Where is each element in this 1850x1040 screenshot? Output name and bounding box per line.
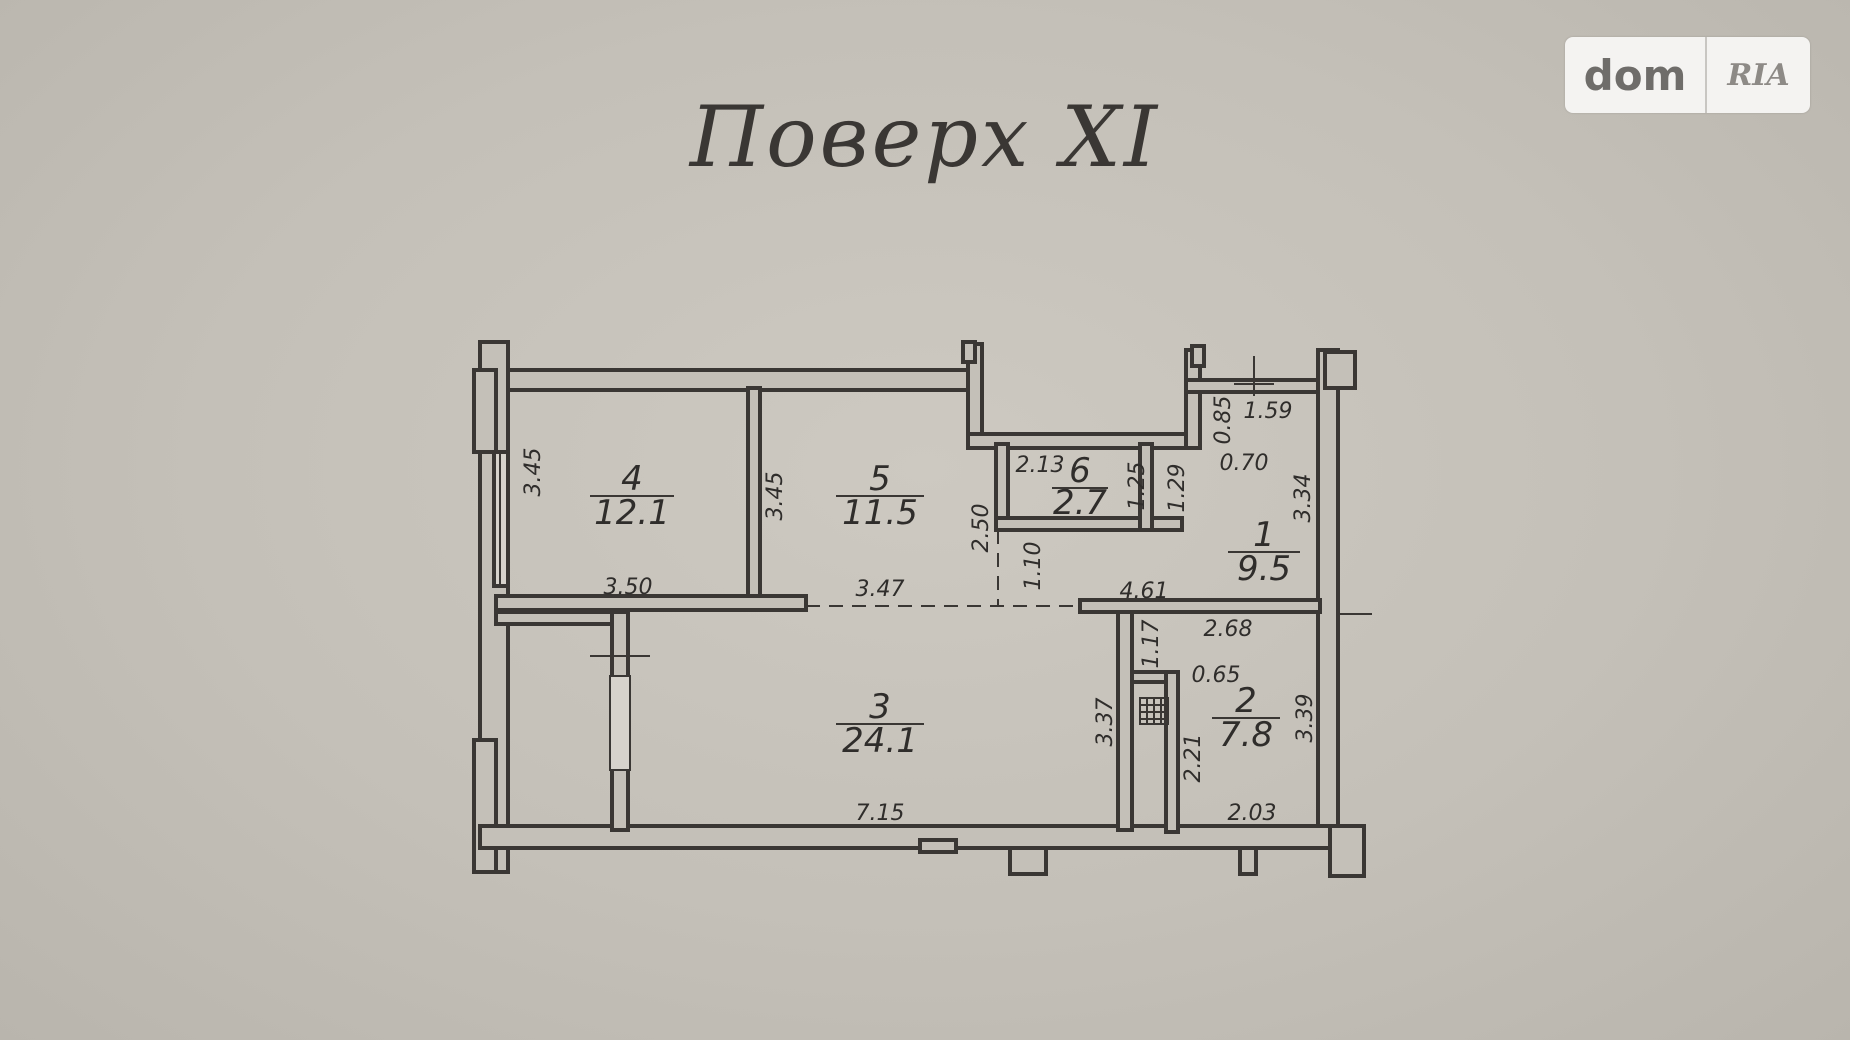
room-4-number: 4: [621, 459, 643, 499]
wall-mid-left: [494, 594, 808, 612]
room-5-number: 5: [869, 459, 891, 499]
wall-right: [1316, 348, 1340, 837]
room-1-area: 9.5: [1237, 549, 1291, 589]
details: [590, 356, 1372, 771]
stub-bottom-1: [1008, 846, 1048, 876]
room-3-area: 24.1: [842, 721, 918, 761]
room-2-area: 7.8: [1219, 715, 1273, 755]
wall-bottom: [478, 824, 1340, 850]
room-5-area: 11.5: [842, 493, 918, 533]
wall-left-upper-jut: [472, 368, 498, 454]
dim-r6-top: 2.13: [1016, 453, 1065, 478]
room-6-area: 2.7: [1053, 483, 1107, 523]
dim-r2-right: 3.39: [1293, 694, 1318, 743]
dim-hall-left: 2.50: [969, 504, 994, 553]
window-storage: [609, 675, 631, 771]
domria-watermark: dom RIA: [1565, 37, 1810, 113]
dim-r1-bottom: 4.61: [1120, 579, 1169, 604]
room-3-number: 3: [869, 687, 891, 727]
dim-r1-070: 0.70: [1220, 451, 1269, 476]
room-2-number: 2: [1235, 681, 1257, 721]
dim-r6-right: 1.25: [1125, 462, 1150, 511]
stub-top-3: [1323, 350, 1357, 390]
watermark-ria-logo: RIA: [1727, 57, 1790, 93]
dim-r5-left: 3.45: [763, 472, 788, 521]
wall-room-6-bottom: [994, 516, 1184, 532]
dim-r1-top: 1.59: [1244, 399, 1293, 424]
dim-r3-right: 3.37: [1093, 698, 1118, 747]
wall-storage: [494, 610, 628, 626]
wall-left-lower-jut: [472, 738, 498, 874]
stub-bottom-2: [1238, 846, 1258, 876]
wall-4-5: [746, 386, 762, 608]
dim-r4-bottom: 3.50: [604, 575, 653, 600]
room-1-number: 1: [1253, 515, 1275, 555]
dimension-labels: 3.45 3.50 3.45 3.47 2.50 1.10 2.13 1.25 …: [521, 396, 1318, 826]
wall-top-right: [1184, 378, 1338, 394]
stub-bottom-4: [918, 838, 958, 854]
room-labels: 4 12.1 5 11.5 6 2.7 1 9.5 3 24.1 2 7.8: [590, 451, 1300, 761]
walls: [472, 340, 1366, 878]
dim-r4-left: 3.45: [521, 448, 546, 497]
dim-r2-left: 2.21: [1181, 734, 1206, 783]
floor-title: Поверх XI: [689, 88, 1161, 186]
dim-r3-bottom: 7.15: [856, 801, 905, 826]
room-6-number: 6: [1069, 451, 1091, 491]
dim-r5-bottom: 3.47: [856, 577, 905, 602]
wall-mid-right: [1078, 598, 1322, 614]
dim-r2-117: 1.17: [1139, 620, 1164, 669]
wall-top-left: [494, 368, 970, 392]
wall-3-2: [1116, 610, 1134, 832]
dim-r2-bottom: 2.03: [1228, 801, 1277, 826]
stub-top-1: [961, 340, 977, 364]
watermark-divider: [1705, 37, 1707, 113]
wall-room-6-right: [1138, 442, 1154, 532]
dim-r2-top: 2.68: [1204, 617, 1253, 642]
dim-r2-065: 0.65: [1192, 663, 1241, 688]
dim-wall-129: 1.29: [1165, 464, 1190, 513]
watermark-dom-text: dom: [1583, 50, 1687, 100]
dim-r1-085: 0.85: [1211, 396, 1236, 445]
wall-2-left: [1164, 670, 1180, 834]
stub-bottom-3: [1328, 824, 1366, 878]
stub-top-2: [1190, 344, 1206, 368]
dim-hall-small: 1.10: [1021, 542, 1046, 591]
room-4-area: 12.1: [594, 493, 670, 533]
wall-room-6: [994, 442, 1010, 530]
dim-r1-right: 3.34: [1291, 474, 1316, 523]
